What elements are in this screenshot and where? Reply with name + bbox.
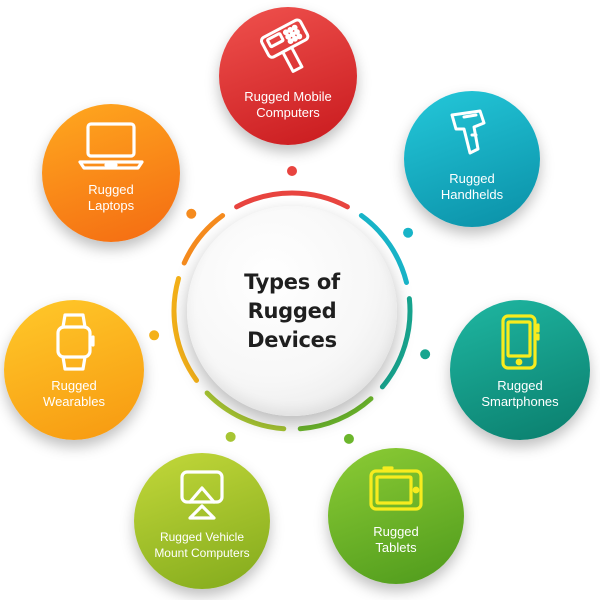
ring-connector-dot [149,330,160,341]
vehicle-mount-icon [174,465,230,525]
node-label: Rugged Handhelds [440,171,504,202]
handheld-scanner-icon [444,105,500,161]
node-rugged-smartphones: Rugged Smartphones [450,300,590,440]
node-label: Rugged Tablets [373,524,419,555]
node-label: Rugged Vehicle Mount Computers [154,530,250,560]
ring-arc-segment [171,275,200,383]
ring-connector-dot [420,349,431,360]
ring-connector-dot [287,166,297,176]
center-hub: Types of Rugged Devices [187,206,397,416]
node-label: Rugged Wearables [43,378,105,409]
node-rugged-wearables: Rugged Wearables [4,300,144,440]
node-label: Rugged Mobile Computers [244,89,332,120]
ring-connector-dot [343,433,354,444]
ring-arc-segment [297,396,374,432]
node-rugged-laptops: Rugged Laptops [42,104,180,242]
node-rugged-tablets: Rugged Tablets [328,448,464,584]
node-label: Rugged Laptops [87,182,135,213]
tablet-icon [366,462,426,518]
ring-arc-segment [181,213,226,266]
ring-connector-dot [403,227,414,238]
node-rugged-vehicle-mount-computers: Rugged Vehicle Mount Computers [134,453,270,589]
barcode-scanner-icon [253,17,323,85]
ring-arc-segment [234,190,350,210]
node-label: Rugged Smartphones [481,378,559,409]
center-title: Types of Rugged Devices [244,269,340,352]
node-rugged-mobile-computers: Rugged Mobile Computers [219,7,357,145]
node-rugged-handhelds: Rugged Handhelds [404,91,540,227]
ring-arc-segment [204,390,287,432]
smartphone-icon [495,310,545,374]
ring-connector-dot [186,208,197,219]
laptop-icon [76,116,146,174]
smartwatch-icon [49,310,99,374]
ring-arc-segment [358,213,409,285]
ring-arc-segment [379,296,413,390]
ring-connector-dot [225,431,236,442]
